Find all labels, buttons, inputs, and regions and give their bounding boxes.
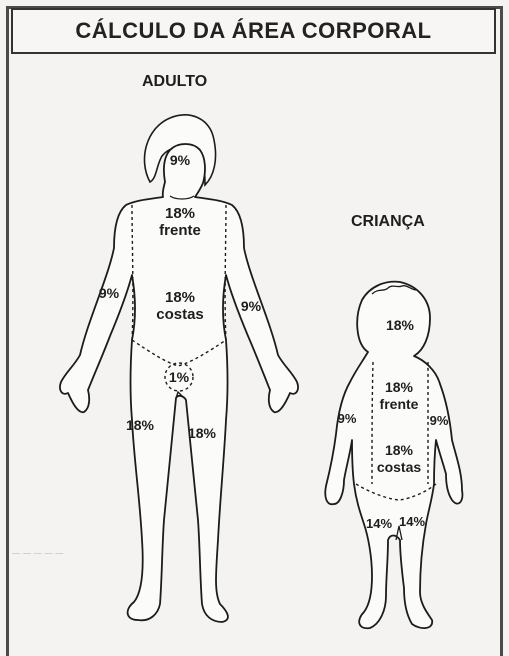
child-left-arm-percent: 9% [334,412,360,426]
adult-right-arm-percent: 9% [236,299,266,314]
child-right-arm-percent: 9% [426,414,452,428]
adult-genitals-percent: 1% [164,370,194,385]
adult-trunk-back-percent: 18% [150,290,210,306]
adult-trunk-front-percent: 18% [150,206,210,222]
adult-left-leg-percent: 18% [122,418,158,433]
child-trunk-front-label: frente [371,397,427,412]
child-trunk-back-percent: 18% [371,443,427,458]
child-trunk-back-label: costas [371,460,427,475]
adult-trunk-back-label: costas [150,307,210,323]
child-left-leg-percent: 14% [362,517,396,531]
child-trunk-front-percent: 18% [371,380,427,395]
child-right-leg-percent: 14% [395,515,429,529]
child-head-percent: 18% [382,318,418,333]
adult-trunk-front-label: frente [150,223,210,239]
adult-left-arm-percent: 9% [94,286,124,301]
adult-right-leg-percent: 18% [184,426,220,441]
adult-head-percent: 9% [165,153,195,168]
